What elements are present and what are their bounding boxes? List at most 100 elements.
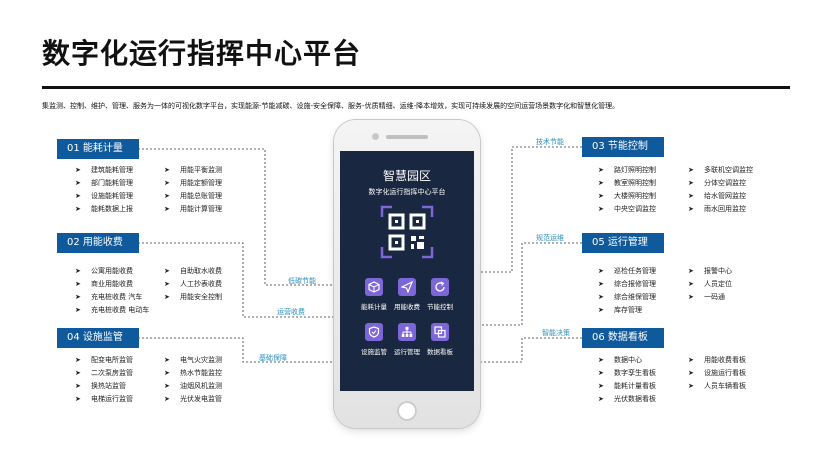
chevron-right-icon: ➤ <box>75 179 81 187</box>
chevron-right-icon: ➤ <box>598 293 604 301</box>
list-item: ➤能耗数据上报 <box>75 205 133 213</box>
list-item: ➤油烟风机监测 <box>164 382 222 390</box>
chevron-right-icon: ➤ <box>598 179 604 187</box>
title-divider <box>42 86 790 89</box>
camera-icon <box>372 133 379 140</box>
label-tech-saving: 技术节能 <box>536 138 564 146</box>
list-item: ➤二次泵房监管 <box>75 369 133 377</box>
chevron-right-icon: ➤ <box>164 356 170 364</box>
chevron-right-icon: ➤ <box>688 192 694 200</box>
chevron-right-icon: ➤ <box>164 280 170 288</box>
list-item: ➤用能计算管理 <box>164 205 222 213</box>
app-subtitle: 数字化运行指挥中心平台 <box>368 188 446 196</box>
chevron-right-icon: ➤ <box>598 280 604 288</box>
qr-code-icon <box>380 205 434 259</box>
copy-icon <box>431 323 449 341</box>
chevron-right-icon: ➤ <box>75 369 81 377</box>
chevron-right-icon: ➤ <box>75 280 81 288</box>
list-item: ➤光伏数据看板 <box>598 395 656 403</box>
app-energy-billing[interactable]: 用能收费 <box>387 278 427 311</box>
org-chart-icon <box>398 323 416 341</box>
list-item: ➤充电桩收费 电动车 <box>75 306 150 314</box>
chevron-right-icon: ➤ <box>164 395 170 403</box>
list-item: ➤综合维保管理 <box>598 293 656 301</box>
list-item: ➤公寓用能收费 <box>75 267 133 275</box>
chevron-right-icon: ➤ <box>75 306 81 314</box>
chevron-right-icon: ➤ <box>688 280 694 288</box>
module-header: 01 能耗计量 <box>57 139 139 159</box>
page-title: 数字化运行指挥中心平台 <box>42 37 362 70</box>
list-item: ➤人员定位 <box>688 280 732 288</box>
chevron-right-icon: ➤ <box>688 179 694 187</box>
list-item: ➤路灯照明控制 <box>598 166 656 174</box>
connector-02 <box>138 242 360 318</box>
chevron-right-icon: ➤ <box>75 205 81 213</box>
refresh-icon <box>431 278 449 296</box>
chevron-right-icon: ➤ <box>688 382 694 390</box>
list-item: ➤巡检任务管理 <box>598 267 656 275</box>
app-energy-saving-control[interactable]: 节能控制 <box>420 278 460 311</box>
chevron-right-icon: ➤ <box>688 166 694 174</box>
send-icon <box>398 278 416 296</box>
chevron-right-icon: ➤ <box>75 192 81 200</box>
list-item: ➤数字孪生看板 <box>598 369 656 377</box>
chevron-right-icon: ➤ <box>164 179 170 187</box>
chevron-right-icon: ➤ <box>75 395 81 403</box>
label-smart-decision: 智能决策 <box>542 329 570 337</box>
chevron-right-icon: ➤ <box>598 306 604 314</box>
home-button[interactable] <box>397 401 417 421</box>
list-item: ➤能耗计量看板 <box>598 382 656 390</box>
chevron-right-icon: ➤ <box>598 395 604 403</box>
chevron-right-icon: ➤ <box>164 293 170 301</box>
label-standard-ops: 规范运维 <box>536 234 564 242</box>
module-header: 06 数据看板 <box>582 328 664 348</box>
app-operation-management[interactable]: 运行管理 <box>387 323 427 356</box>
chevron-right-icon: ➤ <box>688 369 694 377</box>
cube-icon <box>365 278 383 296</box>
connector-04 <box>138 337 360 363</box>
list-item: ➤电气火灾监测 <box>164 356 222 364</box>
list-item: ➤用能总账管理 <box>164 192 222 200</box>
chevron-right-icon: ➤ <box>598 369 604 377</box>
phone-mockup: 智慧园区 数字化运行指挥中心平台 <box>334 120 480 428</box>
list-item: ➤设施能耗管理 <box>75 192 133 200</box>
list-item: ➤教室照明控制 <box>598 179 656 187</box>
chevron-right-icon: ➤ <box>688 293 694 301</box>
chevron-right-icon: ➤ <box>164 369 170 377</box>
chevron-right-icon: ➤ <box>164 192 170 200</box>
label-basic-guarantee: 基础保障 <box>259 354 287 362</box>
list-item: ➤自助取水收费 <box>164 267 222 275</box>
chevron-right-icon: ➤ <box>75 166 81 174</box>
label-op-fee: 运营收费 <box>277 308 305 316</box>
chevron-right-icon: ➤ <box>688 267 694 275</box>
shield-icon <box>365 323 383 341</box>
platform-description: 集监测、控制、维护、管理、服务为一体的可视化数字平台，实现能源-节能减碳、设施-… <box>42 102 620 110</box>
chevron-right-icon: ➤ <box>75 382 81 390</box>
list-item: ➤商业用能收费 <box>75 280 133 288</box>
chevron-right-icon: ➤ <box>688 205 694 213</box>
list-item: ➤用能平衡监测 <box>164 166 222 174</box>
list-item: ➤分体空调监控 <box>688 179 746 187</box>
chevron-right-icon: ➤ <box>75 267 81 275</box>
module-header: 05 运行管理 <box>582 233 664 253</box>
list-item: ➤换热站监管 <box>75 382 126 390</box>
label-low-carbon: 低碳节能 <box>288 277 316 285</box>
speaker-grille <box>386 135 428 139</box>
chevron-right-icon: ➤ <box>598 382 604 390</box>
list-item: ➤充电桩收费 汽车 <box>75 293 143 301</box>
chevron-right-icon: ➤ <box>164 382 170 390</box>
chevron-right-icon: ➤ <box>688 356 694 364</box>
phone-screen: 智慧园区 数字化运行指挥中心平台 <box>340 151 474 391</box>
list-item: ➤库存管理 <box>598 306 642 314</box>
chevron-right-icon: ➤ <box>164 205 170 213</box>
connector-06 <box>470 337 582 363</box>
app-title: 智慧园区 <box>382 169 431 183</box>
list-item: ➤人员车辆看板 <box>688 382 746 390</box>
app-facility-supervision[interactable]: 设施监管 <box>354 323 394 356</box>
app-energy-metering[interactable]: 能耗计量 <box>354 278 394 311</box>
chevron-right-icon: ➤ <box>164 267 170 275</box>
list-item: ➤建筑能耗管理 <box>75 166 133 174</box>
chevron-right-icon: ➤ <box>164 166 170 174</box>
app-data-dashboard[interactable]: 数据看板 <box>420 323 460 356</box>
